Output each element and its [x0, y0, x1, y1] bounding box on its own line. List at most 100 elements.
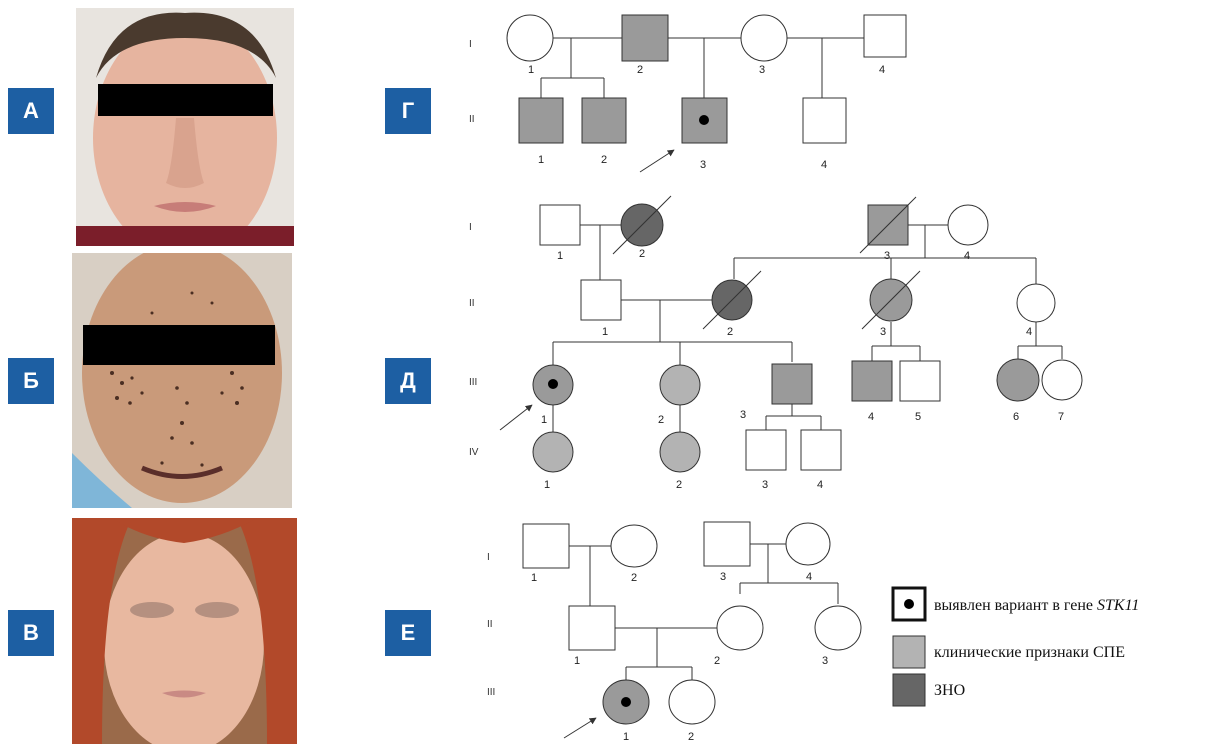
d-III-2-female-affected [659, 364, 701, 406]
d-III-6-num: 6 [1013, 411, 1019, 423]
e-III-2-female [668, 679, 716, 725]
d-III-6-female-affected [996, 358, 1040, 402]
g-I-1-num: 1 [528, 64, 534, 76]
e-gen-label-1: I [487, 552, 490, 563]
legend-variant-dot [904, 599, 914, 609]
d-IV-1-female-affected [532, 431, 574, 473]
g-I-2-num: 2 [637, 64, 643, 76]
d-gen-label-4: IV [469, 447, 479, 458]
g-II-4-num: 4 [821, 159, 827, 171]
legend-clinical-label: клинические признаки СПЕ [934, 644, 1125, 661]
d-IV-3-male [745, 429, 787, 471]
d-II-1-num: 1 [602, 326, 608, 338]
g-I-3-female [740, 14, 788, 62]
legend-cancer-label: ЗНО [934, 682, 965, 699]
d-II-2-num: 2 [727, 326, 733, 338]
d-IV-1-num: 1 [544, 479, 550, 491]
g-I-3-num: 3 [759, 64, 765, 76]
legend-cancer-symbol [892, 673, 926, 707]
d-IV-4-male [800, 429, 842, 471]
d-III-7-num: 7 [1058, 411, 1064, 423]
e-gen-label-3: III [487, 687, 495, 698]
d-II-3-num: 3 [880, 326, 886, 338]
d-gen-label-3: III [469, 377, 477, 388]
d-III-5-male [899, 360, 941, 402]
e-I-3-male [703, 521, 751, 567]
panel-badge-f: Е [385, 610, 431, 656]
d-III-7-female [1041, 359, 1083, 401]
g-II-2-male-affected [581, 97, 627, 144]
panel-badge-b: Б [8, 358, 54, 404]
e-II-3-num: 3 [822, 655, 828, 667]
d-III-1-variant-dot [548, 379, 558, 389]
g-I-4-num: 4 [879, 64, 885, 76]
e-I-4-female [785, 522, 831, 566]
panel-badge-d: Г [385, 88, 431, 134]
g-I-4-male [863, 14, 907, 58]
photo-b [72, 253, 292, 508]
d-gen-label-1: I [469, 222, 472, 233]
e-II-1-num: 1 [574, 655, 580, 667]
d-IV-2-female-affected [659, 431, 701, 473]
e-I-2-female [610, 524, 658, 568]
d-IV-2-num: 2 [676, 479, 682, 491]
legend-variant-gene: STK11 [1097, 597, 1139, 614]
legend-clinical-symbol [892, 635, 926, 669]
d-II-4-num: 4 [1026, 326, 1032, 338]
g-I-1-female [506, 14, 554, 62]
e-I-3-num: 3 [720, 571, 726, 583]
e-II-2-num: 2 [714, 655, 720, 667]
pedigree-e [522, 521, 862, 739]
d-I-4-female [947, 204, 989, 246]
g-II-1-male-affected [518, 97, 564, 144]
d-I-2-num: 2 [639, 248, 645, 260]
g-II-3-num: 3 [700, 159, 706, 171]
d-IV-3-num: 3 [762, 479, 768, 491]
e-I-1-num: 1 [531, 572, 537, 584]
e-II-1-male [568, 605, 616, 651]
d-III-4-num: 4 [868, 411, 874, 423]
d-II-4-female [1016, 283, 1056, 323]
g-gen-label-1: I [469, 39, 472, 50]
pedigree-d [499, 195, 1083, 473]
d-gen-label-2: II [469, 298, 475, 309]
g-gen-label-2: II [469, 114, 475, 125]
legend-variant-text: выявлен вариант в гене [934, 597, 1093, 614]
d-III-5-num: 5 [915, 411, 921, 423]
d-III-2-num: 2 [658, 414, 664, 426]
legend-variant-label: выявлен вариант в гене STK11 [934, 597, 1139, 614]
e-gen-label-2: II [487, 619, 493, 630]
e-III-1-num: 1 [623, 731, 629, 743]
e-III-1-variant-dot [621, 697, 631, 707]
photo-c [72, 518, 297, 744]
panel-badge-c: В [8, 610, 54, 656]
g-II-4-male [802, 97, 847, 144]
d-III-3-num: 3 [740, 409, 746, 421]
e-I-4-num: 4 [806, 571, 812, 583]
d-I-1-num: 1 [557, 250, 563, 262]
e-III-2-num: 2 [688, 731, 694, 743]
e-I-1-male [522, 523, 570, 569]
d-II-1-male [580, 279, 622, 321]
d-I-1-male [539, 204, 581, 246]
black-bar-a [98, 84, 273, 116]
g-II-3-variant-dot [699, 115, 709, 125]
photo-a [76, 8, 294, 246]
d-I-3-num: 3 [884, 250, 890, 262]
d-III-1-num: 1 [541, 414, 547, 426]
panel-badge-e: Д [385, 358, 431, 404]
d-III-3-male-affected [771, 363, 813, 405]
d-IV-4-num: 4 [817, 479, 823, 491]
e-II-2-female [716, 605, 764, 651]
e-II-3-female [814, 605, 862, 651]
pedigree-g [506, 14, 907, 173]
e-I-2-num: 2 [631, 572, 637, 584]
d-III-4-male-affected [851, 360, 893, 402]
g-I-2-male-affected [621, 14, 669, 62]
g-II-1-num: 1 [538, 154, 544, 166]
panel-badge-a: А [8, 88, 54, 134]
g-II-2-num: 2 [601, 154, 607, 166]
black-bar-b [83, 325, 275, 365]
d-I-4-num: 4 [964, 250, 970, 262]
